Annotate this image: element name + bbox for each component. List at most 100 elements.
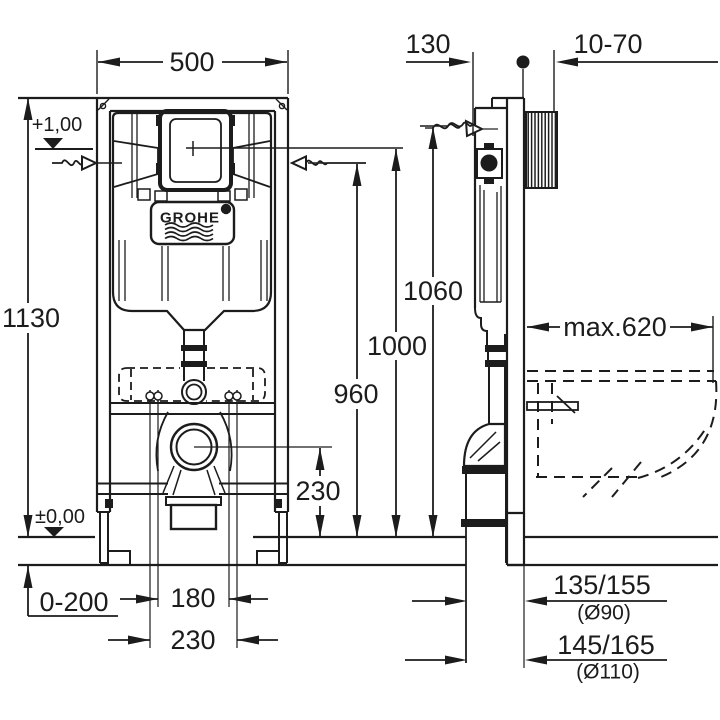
dim-frame-depth-label: 130 <box>405 29 450 59</box>
side-flush-bend <box>461 334 508 663</box>
flush-plate-opening <box>156 109 235 192</box>
datum-dot-icon <box>516 55 530 69</box>
arrowhead-icon <box>391 149 401 171</box>
bolt-extension-lines <box>149 403 238 648</box>
dim-bowl-depth: max.620 <box>527 312 714 383</box>
dim-wall-thickness: 10-70 <box>516 29 718 112</box>
foot-plate-right <box>256 550 280 566</box>
wall-section-hatch <box>525 111 558 189</box>
arrowhead-icon <box>136 594 158 604</box>
arrowhead-icon <box>23 515 33 537</box>
level-triangle-icon <box>44 527 64 537</box>
arrowhead-icon <box>445 596 467 606</box>
side-rail <box>505 96 526 567</box>
open-arrow-icon <box>464 119 485 138</box>
arrowhead-icon <box>556 57 578 67</box>
wavy-line-icon <box>447 121 473 128</box>
arrowhead-icon <box>315 448 325 470</box>
waste-outlet <box>155 411 332 531</box>
dim-plate-center-height: 1000 <box>186 147 427 537</box>
arrowhead-icon <box>352 164 362 186</box>
outlet-socket-lip <box>165 496 222 506</box>
open-arrow-icon <box>81 154 99 172</box>
dim-outlet-110-dia-label: (Ø110) <box>576 661 640 684</box>
open-arrow-icon <box>289 154 307 172</box>
toilet-bowl-dashed <box>527 370 718 498</box>
mounting-plate-dashed <box>118 367 266 402</box>
dim-outlet-90-label: 135/155 <box>553 570 651 600</box>
arrowhead-icon <box>428 515 438 537</box>
dim-plate-center-height-label: 1000 <box>367 331 427 361</box>
dim-wall-thickness-label: 10-70 <box>573 29 642 59</box>
level-mark-floor: ±0,00 <box>35 506 85 537</box>
frame-legs <box>97 499 288 566</box>
dim-outlet-height-label: 230 <box>295 476 340 506</box>
flush-pipe-connector-inner <box>185 383 203 401</box>
dim-supply-height-label: 1060 <box>403 276 463 306</box>
dim-frame-width: 500 <box>96 47 289 94</box>
level-plate-label: +1,00 <box>32 114 83 136</box>
dim-total-height: 1130 <box>2 98 60 537</box>
arrowhead-icon <box>525 596 547 606</box>
dim-bolt-spacing-outer-label: 230 <box>170 625 215 655</box>
arrowhead-icon <box>265 57 287 67</box>
arrowhead-icon <box>445 655 467 665</box>
mounting-frame <box>95 96 290 512</box>
dim-outlet-height: 230 <box>295 448 341 537</box>
arrowhead-icon <box>527 322 549 332</box>
arrowhead-icon <box>691 322 713 332</box>
wavy-line-icon <box>52 159 84 167</box>
fixing-bolts <box>145 390 242 403</box>
dim-floor-buildup-label: 0-200 <box>39 587 108 617</box>
dim-outlet-110: 145/165 (Ø110) <box>405 630 667 684</box>
level-floor-label: ±0,00 <box>35 506 85 528</box>
dim-ref-height: 960 <box>308 162 379 537</box>
grohe-logo <box>149 200 236 246</box>
floor-lines <box>18 96 718 567</box>
side-mechanism-lines <box>479 185 502 303</box>
service-opening-knob <box>480 154 498 172</box>
dim-floor-buildup: 0-200 <box>23 566 118 617</box>
side-view <box>425 96 718 663</box>
dim-ref-height-label: 960 <box>333 379 378 409</box>
supply-arrow-side <box>425 119 498 138</box>
arrowhead-icon <box>315 515 325 537</box>
dim-outlet-110-label: 145/165 <box>557 630 655 660</box>
dim-total-height-label: 1130 <box>2 303 60 333</box>
arrowhead-icon <box>237 635 259 645</box>
arrowhead-icon <box>23 566 33 588</box>
arrowhead-icon <box>352 515 362 537</box>
outlet-socket-box <box>169 503 218 531</box>
registered-mark-dot <box>220 203 232 215</box>
arrowhead-icon <box>391 515 401 537</box>
arrowhead-icon <box>98 57 120 67</box>
cross-rails <box>97 402 288 495</box>
foot-plate-left <box>107 550 131 566</box>
dim-outlet-90: 135/155 (Ø90) <box>412 565 667 668</box>
flush-pipe <box>181 330 207 381</box>
dim-bowl-depth-label: max.620 <box>563 312 667 342</box>
side-cistern <box>473 96 507 346</box>
tank-inner-walls <box>118 113 268 301</box>
dim-outlet-90-dia-label: (Ø90) <box>577 602 631 625</box>
arrowhead-icon <box>23 98 33 120</box>
arrowhead-icon <box>525 655 547 665</box>
dim-frame-width-label: 500 <box>169 47 214 77</box>
grohe-logo-text: GROHE <box>160 210 220 227</box>
dim-bolt-spacing-inner-label: 180 <box>170 583 215 613</box>
dim-supply-height: 1060 <box>403 121 473 537</box>
level-mark-plate: +1,00 <box>32 114 93 150</box>
arrowhead-icon <box>229 594 251 604</box>
arrowhead-icon <box>128 635 150 645</box>
dim-bolt-spacing-inner: 180 <box>120 583 268 613</box>
flush-plate-tabs <box>156 115 235 174</box>
frame-screw-hole-left <box>99 102 107 110</box>
arrowhead-icon <box>428 127 438 149</box>
logo-waves <box>164 222 214 242</box>
arrowhead-icon <box>449 57 471 67</box>
frame-screw-hole-right <box>278 102 286 110</box>
supply-arrow-left <box>52 154 122 172</box>
dim-frame-depth: 130 <box>405 29 474 136</box>
